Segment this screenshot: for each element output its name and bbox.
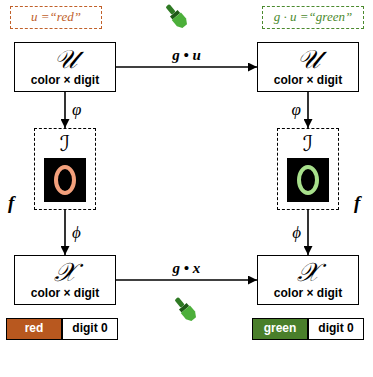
digit-image xyxy=(287,158,329,202)
factor-text: digit 0 xyxy=(72,322,107,336)
space-symbol: ℐ xyxy=(303,131,313,156)
factor-text: green xyxy=(264,322,297,336)
mapping-arrow xyxy=(64,92,66,128)
image-box: ℐ xyxy=(277,128,339,210)
digit-stroke xyxy=(299,167,317,193)
space-factors: color × digit xyxy=(274,287,342,301)
paintbrush-icon xyxy=(172,295,199,323)
brush-bristles xyxy=(172,12,190,30)
value-text: u =“red” xyxy=(31,10,81,25)
space-symbol: 𝒰 xyxy=(54,46,77,73)
digit-stroke xyxy=(56,167,74,193)
space-box: 𝒰color × digit xyxy=(14,42,116,92)
value-tag: g · u =“green” xyxy=(262,6,364,29)
edge-label: ϕ xyxy=(70,223,83,243)
image-box: ℐ xyxy=(34,128,96,210)
mapping-arrow xyxy=(307,210,309,255)
space-symbol: 𝒰 xyxy=(297,46,320,73)
edge-label: ϕ xyxy=(290,223,303,243)
space-symbol: ℐ xyxy=(60,131,70,156)
digit-image xyxy=(44,158,86,202)
space-box: 𝒰color × digit xyxy=(257,42,359,92)
brush-bristles xyxy=(181,305,199,323)
edge-label: g • x xyxy=(171,260,203,277)
value-tag: u =“red” xyxy=(10,6,102,29)
edge-label: g • u xyxy=(170,47,203,64)
factor-text: digit 0 xyxy=(318,322,353,336)
space-box: 𝒳color × digit xyxy=(14,255,116,305)
factor-text: red xyxy=(25,322,44,336)
paintbrush-icon xyxy=(163,2,190,30)
value-text: g · u =“green” xyxy=(274,10,352,25)
function-label: f xyxy=(354,192,360,214)
space-box: 𝒳color × digit xyxy=(257,255,359,305)
mapping-arrow xyxy=(307,92,309,128)
edge-label: φ xyxy=(70,100,83,120)
factor-chip: digit 0 xyxy=(308,318,364,340)
function-label: f xyxy=(8,192,14,214)
factor-chip: digit 0 xyxy=(62,318,118,340)
edge-label: φ xyxy=(290,100,303,120)
factor-chip: red xyxy=(6,318,62,340)
space-factors: color × digit xyxy=(31,287,99,301)
mapping-arrow xyxy=(64,210,66,255)
mapping-arrow xyxy=(116,66,257,68)
space-factors: color × digit xyxy=(31,74,99,88)
space-symbol: 𝒳 xyxy=(297,259,319,286)
space-symbol: 𝒳 xyxy=(54,259,76,286)
mapping-arrow xyxy=(116,279,257,281)
space-factors: color × digit xyxy=(274,74,342,88)
factor-chip: green xyxy=(252,318,308,340)
